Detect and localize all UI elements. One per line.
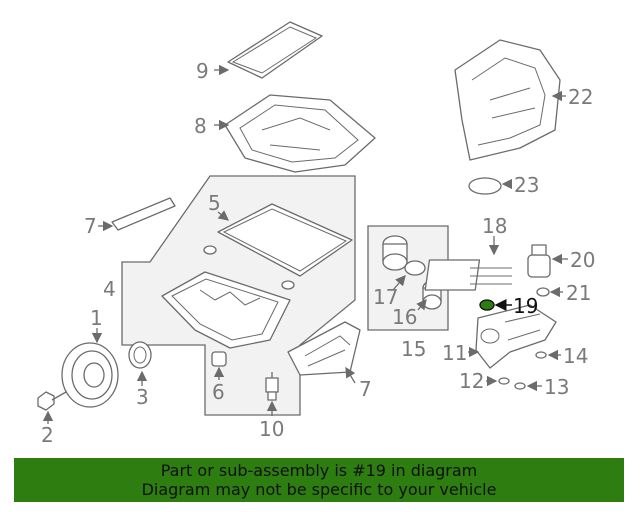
oil-filter-cap: [382, 235, 408, 271]
callout-22: 22: [568, 85, 593, 109]
footer-line-1: Part or sub-assembly is #19 in diagram: [160, 461, 478, 480]
pulley-bolt: [37, 391, 67, 411]
o-ring-12: [498, 377, 510, 385]
o-ring-14: [535, 351, 547, 359]
callout-2: 2: [41, 423, 54, 447]
callout-17: 17: [373, 285, 398, 309]
callout-16: 16: [392, 305, 417, 329]
filter-o-ring: [404, 260, 426, 276]
callout-8: 8: [194, 114, 207, 138]
o-ring-13: [514, 382, 526, 390]
callout-3: 3: [136, 385, 149, 409]
oil-level-sensor: [265, 372, 279, 401]
footer-line-2: Diagram may not be specific to your vehi…: [141, 480, 497, 499]
oil-pressure-valve: [527, 244, 551, 278]
callout-7-top: 7: [84, 214, 97, 238]
oil-baffle-right: [287, 321, 361, 376]
callout-6: 6: [212, 380, 225, 404]
intake-manifold: [454, 39, 561, 161]
callout-15: 15: [401, 337, 426, 361]
callout-18: 18: [482, 214, 507, 238]
callout-21: 21: [566, 281, 591, 305]
intake-gasket: [468, 177, 502, 195]
lower-oil-pan: [161, 271, 291, 349]
upper-oil-pan-gasket-inner: [231, 26, 318, 74]
callout-5: 5: [208, 191, 221, 215]
callout-20: 20: [570, 248, 595, 272]
highlighted-seal-19: [479, 299, 495, 311]
callout-12: 12: [459, 369, 484, 393]
callout-19: 19: [513, 294, 538, 318]
footer-banner: Part or sub-assembly is #19 in diagram D…: [14, 458, 624, 502]
oil-baffle-left: [111, 197, 176, 231]
callout-14: 14: [563, 344, 588, 368]
lower-oil-pan-gasket: [217, 203, 353, 277]
callout-11: 11: [442, 341, 467, 365]
upper-oil-pan: [224, 94, 376, 173]
crankshaft-pulley: [61, 342, 119, 408]
callout-1: 1: [90, 306, 103, 330]
callout-23: 23: [514, 173, 539, 197]
upper-oil-pan-gasket: [227, 21, 323, 79]
callout-10: 10: [259, 417, 284, 441]
oil-cooler: [424, 259, 512, 291]
o-ring-21: [536, 287, 550, 297]
callout-9: 9: [196, 59, 209, 83]
callout-7-bottom: 7: [359, 377, 372, 401]
drain-plug: [211, 351, 227, 367]
front-crank-seal: [128, 341, 152, 369]
callout-4: 4: [103, 277, 116, 301]
callout-13: 13: [544, 375, 569, 399]
